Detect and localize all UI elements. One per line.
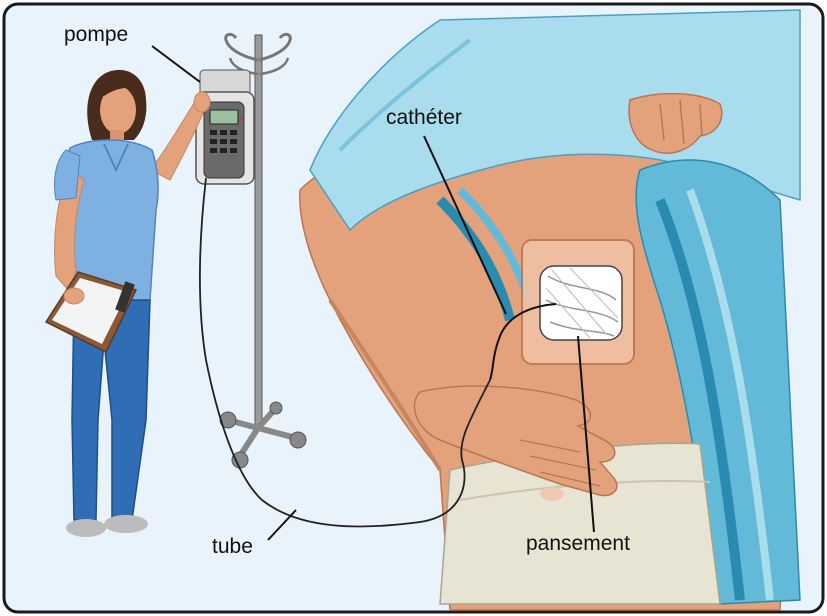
label-catheter: cathéter [386, 107, 462, 128]
infusion-pump [196, 70, 254, 184]
label-pump: pompe [64, 24, 128, 45]
label-dressing: pansement [526, 533, 630, 554]
label-tube: tube [212, 536, 253, 557]
